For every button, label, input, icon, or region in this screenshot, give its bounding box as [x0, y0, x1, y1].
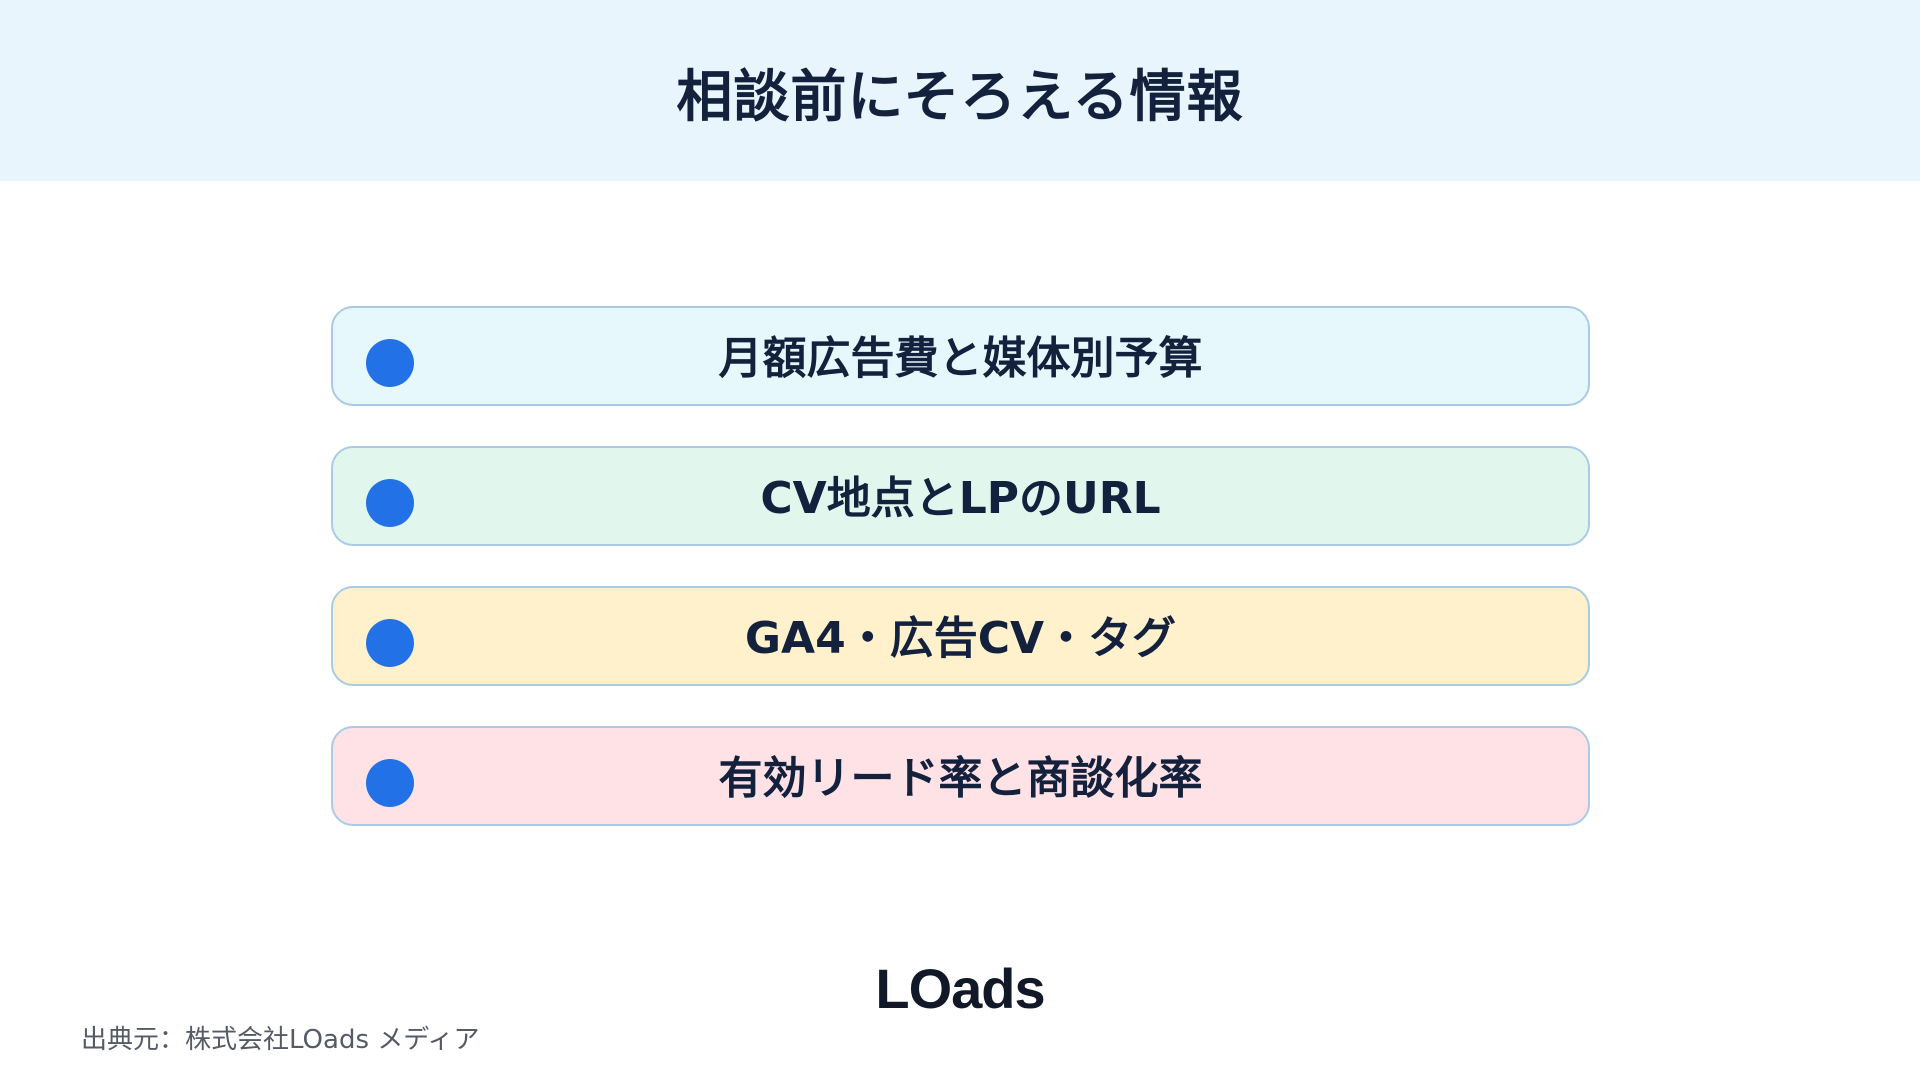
list-item: 月額広告費と媒体別予算: [331, 306, 1590, 406]
bullet-dot-icon: [366, 479, 414, 527]
list-item-label: CV地点とLPのURL: [760, 473, 1161, 524]
info-list: 月額広告費と媒体別予算 CV地点とLPのURL GA4・広告CV・タグ 有効リー…: [331, 306, 1590, 826]
header-band: 相談前にそろえる情報: [0, 0, 1920, 181]
list-item-label: 有効リード率と商談化率: [718, 753, 1203, 804]
source-citation: 出典元：株式会社LOads メディア: [81, 1025, 480, 1055]
bullet-dot-icon: [366, 759, 414, 807]
bullet-dot-icon: [366, 339, 414, 387]
list-item: CV地点とLPのURL: [331, 446, 1590, 546]
list-item: GA4・広告CV・タグ: [331, 586, 1590, 686]
list-item: 有効リード率と商談化率: [331, 726, 1590, 826]
page-title: 相談前にそろえる情報: [676, 65, 1244, 130]
brand-logo: LOads: [875, 957, 1045, 1020]
list-item-label: 月額広告費と媒体別予算: [718, 333, 1203, 384]
bullet-dot-icon: [366, 619, 414, 667]
list-item-label: GA4・広告CV・タグ: [744, 613, 1177, 664]
